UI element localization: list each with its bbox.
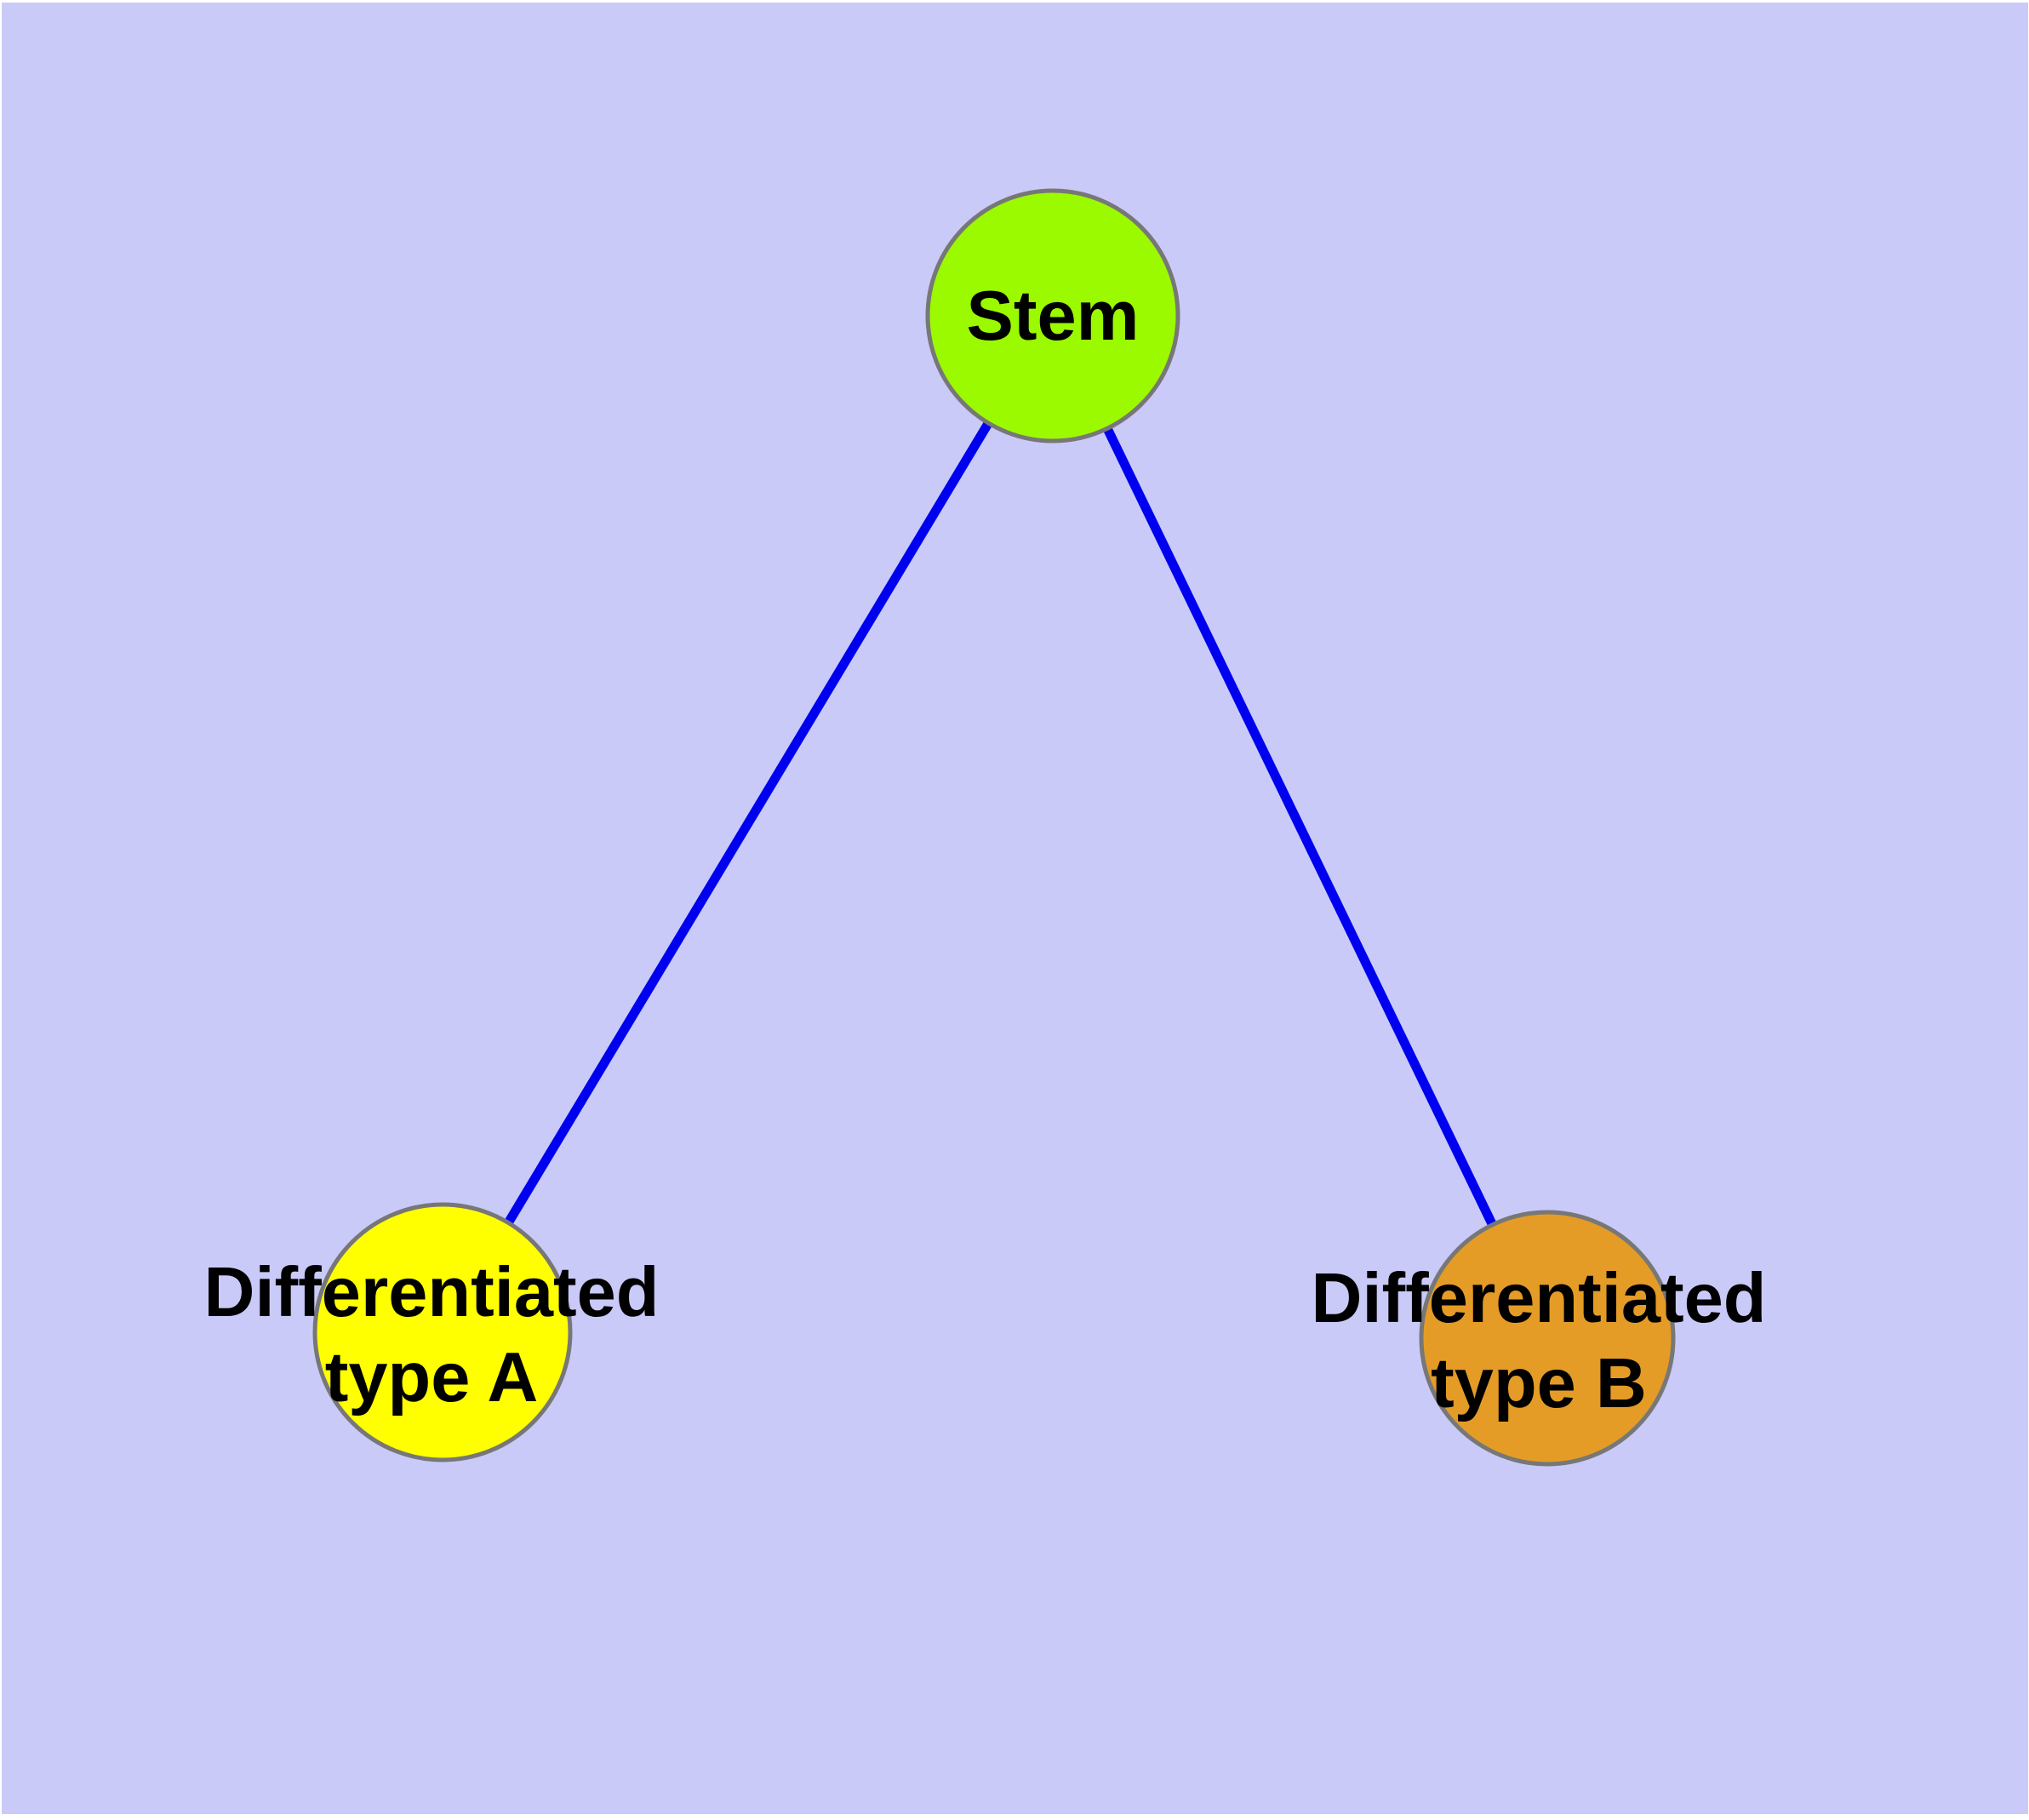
node-type-b-circle [1419, 1210, 1676, 1467]
edge-stem-to-type-b [1049, 313, 1552, 1341]
node-type-a-circle [312, 1202, 573, 1462]
diagram-canvas: Stem Differentiated type A Differentiate… [2, 3, 2028, 1814]
node-stem-circle [925, 188, 1180, 444]
diagram-graphics-layer [2, 3, 2028, 1814]
edge-stem-to-type-a [438, 313, 1057, 1335]
